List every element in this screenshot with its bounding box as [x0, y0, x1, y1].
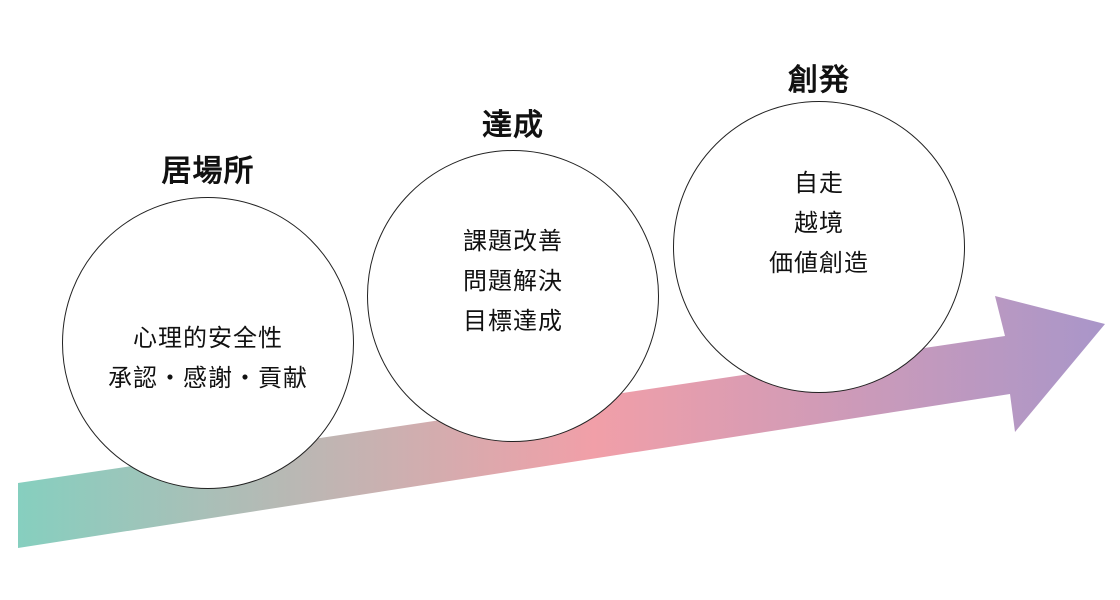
- stage-line: 越境: [794, 209, 844, 237]
- stage-circle-tassei: 課題改善 問題解決 目標達成: [367, 150, 659, 442]
- stage-title-souhatsu: 創発: [788, 63, 850, 98]
- stage-title-tassei: 達成: [482, 108, 544, 143]
- stage-circle-souhatsu: 自走 越境 価値創造: [673, 101, 965, 393]
- stage-circle-ibasho: 心理的安全性 承認・感謝・貢献: [62, 197, 354, 489]
- stage-line: 自走: [794, 169, 844, 197]
- stage-line: 心理的安全性: [133, 324, 283, 352]
- stage-line: 価値創造: [769, 249, 869, 277]
- stage-line: 問題解決: [463, 267, 563, 295]
- stage-lines: 心理的安全性 承認・感謝・貢献: [108, 318, 308, 398]
- stage-line: 目標達成: [463, 307, 563, 335]
- stage-lines: 自走 越境 価値創造: [769, 163, 869, 283]
- stage-line: 承認・感謝・貢献: [108, 364, 308, 392]
- stage-lines: 課題改善 問題解決 目標達成: [463, 221, 563, 341]
- stage-line: 課題改善: [463, 227, 563, 255]
- stage-title-ibasho: 居場所: [161, 154, 255, 189]
